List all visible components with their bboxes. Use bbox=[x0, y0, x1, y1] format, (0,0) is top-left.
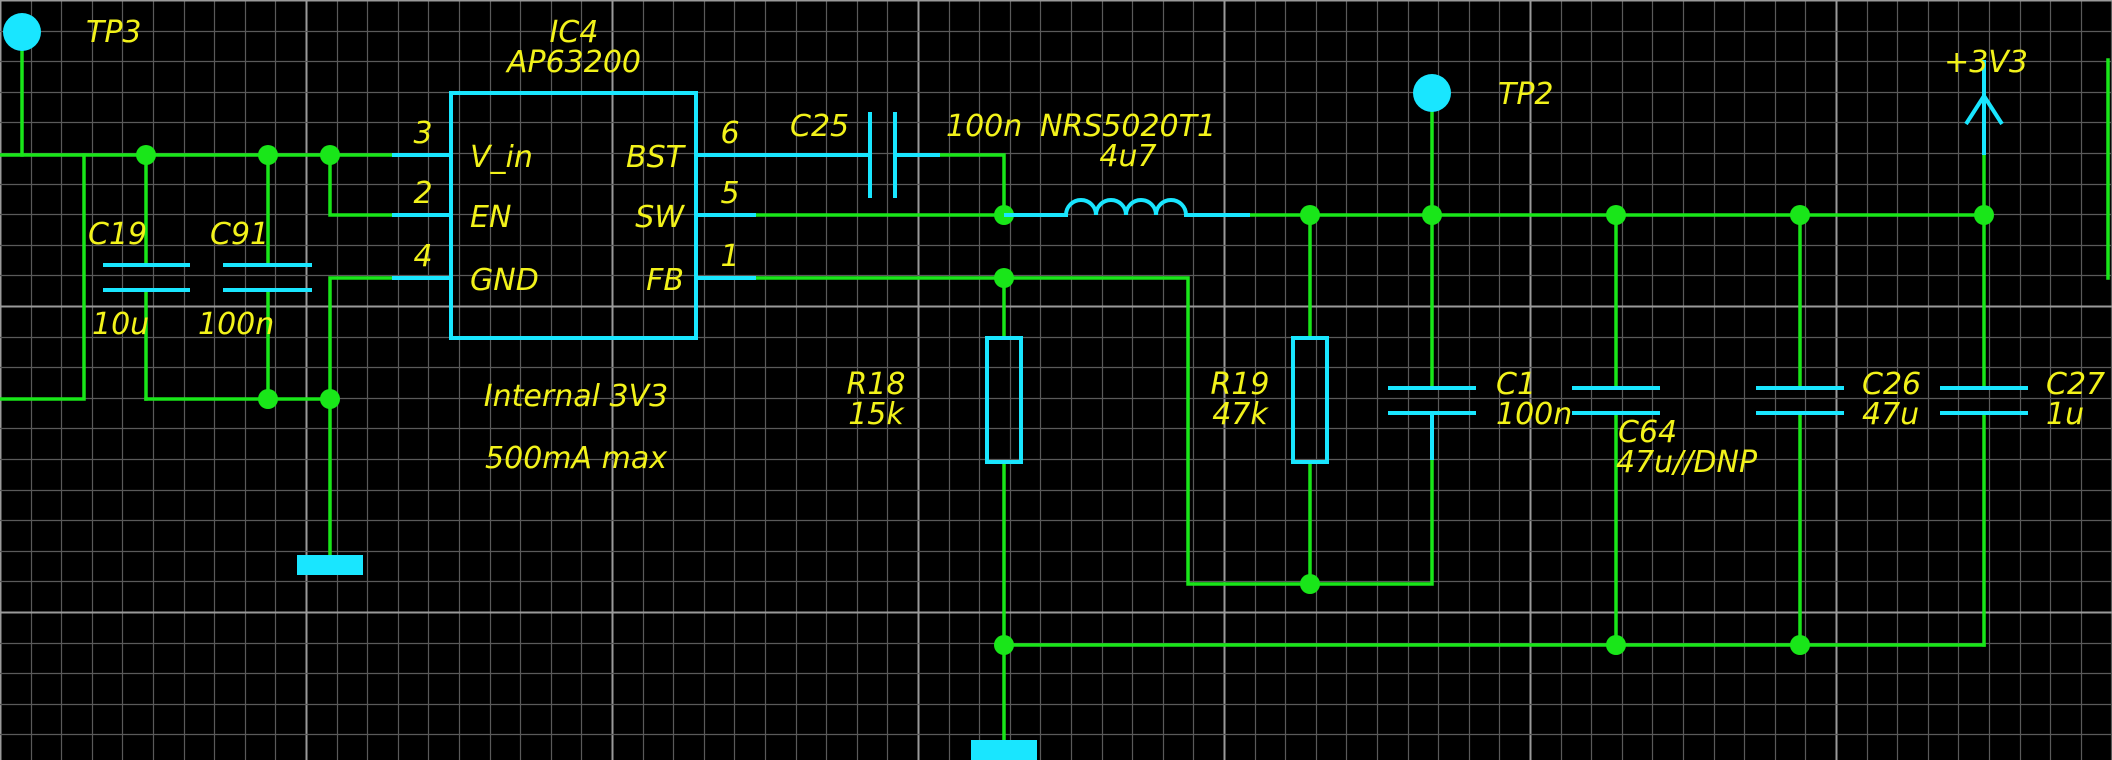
c26-ref: C26 bbox=[1862, 367, 1921, 402]
ic4-note-internal: Internal 3V3 bbox=[484, 379, 668, 414]
junction bbox=[1422, 205, 1442, 225]
pin-name-fb: FB bbox=[646, 263, 684, 298]
pin-num-bst: 6 bbox=[720, 116, 739, 151]
ic4-refdes: IC4 bbox=[550, 15, 599, 50]
r18-ref: R18 bbox=[846, 367, 905, 402]
pin-num-gnd: 4 bbox=[413, 239, 432, 274]
gnd-symbol-left[interactable] bbox=[297, 555, 363, 575]
wire-vin-rail[interactable] bbox=[0, 153, 86, 401]
wire-gnd-ic[interactable] bbox=[328, 276, 394, 557]
c1-value: 100n bbox=[1496, 397, 1572, 432]
junction bbox=[1300, 205, 1320, 225]
junction bbox=[1790, 205, 1810, 225]
r18-value: 15k bbox=[848, 397, 905, 432]
c64-ref: C64 bbox=[1618, 415, 1677, 450]
tp3-label: TP3 bbox=[86, 15, 142, 50]
c27-ref: C27 bbox=[2046, 367, 2105, 402]
junctions bbox=[136, 145, 1994, 655]
tp3-pad[interactable] bbox=[3, 13, 41, 51]
c19-ref: C19 bbox=[88, 217, 147, 252]
pin-name-en: EN bbox=[470, 200, 511, 235]
c64-value: 47u//DNP bbox=[1616, 445, 1758, 480]
labels: TP3 TP2 IC4 AP63200 3 V_in 2 EN 4 GND 6 … bbox=[86, 15, 2105, 480]
pin-num-en: 2 bbox=[413, 176, 432, 211]
wire-en[interactable] bbox=[328, 153, 394, 217]
junction bbox=[1606, 635, 1626, 655]
r19-ref: R19 bbox=[1210, 367, 1269, 402]
v33-arrow-head[interactable] bbox=[1964, 92, 2004, 126]
parts bbox=[3, 13, 2028, 760]
c25-ref: C25 bbox=[790, 109, 849, 144]
junction bbox=[1300, 574, 1320, 594]
pin-num-fb: 1 bbox=[720, 239, 739, 274]
v33-label: +3V3 bbox=[1944, 45, 2028, 80]
junction bbox=[258, 389, 278, 409]
c19-value: 10u bbox=[92, 307, 149, 342]
junction bbox=[320, 389, 340, 409]
l1-value: 4u7 bbox=[1099, 139, 1156, 174]
pin-name-vin: V_in bbox=[470, 140, 533, 175]
r18-body[interactable] bbox=[985, 336, 1023, 464]
junction bbox=[1974, 205, 1994, 225]
r19-value: 47k bbox=[1212, 397, 1269, 432]
pin-name-sw: SW bbox=[635, 200, 685, 235]
junction bbox=[1606, 205, 1626, 225]
pin-num-sw: 5 bbox=[720, 176, 739, 211]
ic4-part: AP63200 bbox=[505, 45, 641, 80]
c25-value: 100n bbox=[946, 109, 1022, 144]
junction bbox=[320, 145, 340, 165]
junction bbox=[994, 635, 1014, 655]
junction bbox=[258, 145, 278, 165]
c91-ref: C91 bbox=[210, 217, 269, 252]
c1-ref: C1 bbox=[1496, 367, 1536, 402]
pin-num-vin: 3 bbox=[413, 116, 432, 151]
tp2-pad[interactable] bbox=[1413, 74, 1451, 112]
c91-value: 100n bbox=[198, 307, 274, 342]
c26-value: 47u bbox=[1862, 397, 1919, 432]
pin-name-gnd: GND bbox=[470, 263, 539, 298]
gnd-symbol-bottom[interactable] bbox=[971, 740, 1037, 760]
junction bbox=[994, 268, 1014, 288]
l1-part: NRS5020T1 bbox=[1040, 109, 1216, 144]
ic4-note-current: 500mA max bbox=[485, 441, 667, 476]
r19-body[interactable] bbox=[1291, 336, 1329, 464]
wire-fb[interactable] bbox=[754, 276, 1434, 586]
inductor-l1[interactable] bbox=[1004, 198, 1250, 217]
wires bbox=[0, 30, 2110, 742]
junction bbox=[136, 145, 156, 165]
junction bbox=[1790, 635, 1810, 655]
c27-value: 1u bbox=[2046, 397, 2084, 432]
tp2-label: TP2 bbox=[1498, 77, 1554, 112]
pin-name-bst: BST bbox=[626, 140, 687, 175]
